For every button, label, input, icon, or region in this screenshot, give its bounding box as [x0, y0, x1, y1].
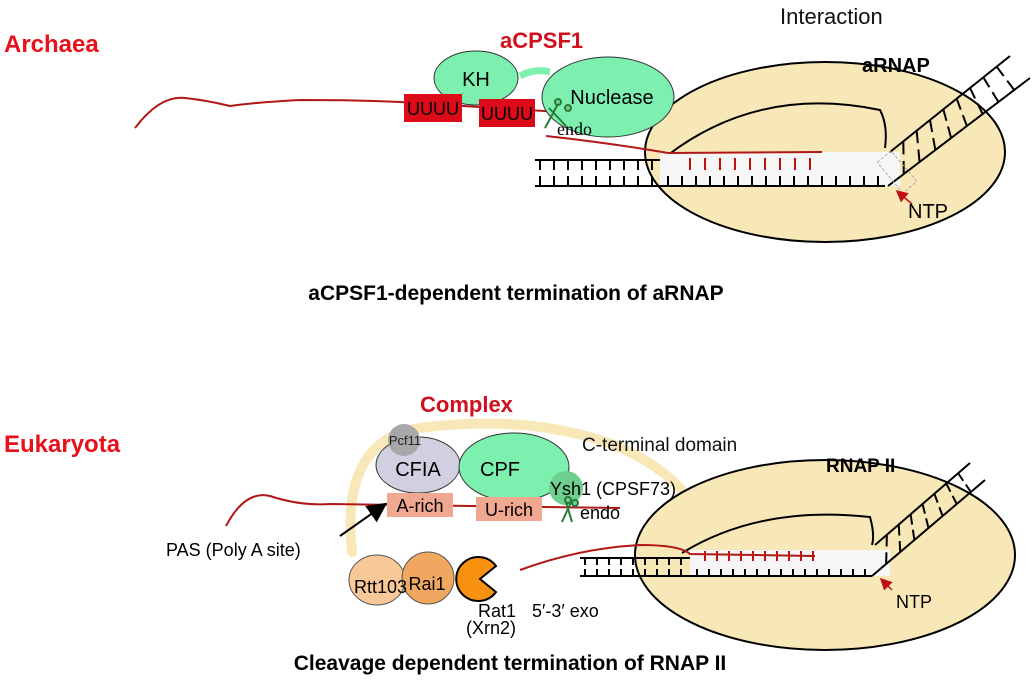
- archaea-caption: aCPSF1-dependent termination of aRNAP: [308, 282, 723, 305]
- base-pair-rung: [969, 87, 976, 99]
- rna-transcript: [134, 96, 561, 129]
- pre-mrna: [225, 494, 621, 527]
- downstream-base-pairs-2: [885, 472, 972, 565]
- uuuu-label-2: UUUU: [481, 104, 533, 124]
- kh-domain: [433, 50, 519, 106]
- base-pair-rung: [929, 119, 934, 133]
- rna-dna-hybrid-pairs: [689, 158, 811, 170]
- base-pair-rung: [898, 540, 902, 553]
- exo-label: 5′-3′ exo: [532, 601, 599, 621]
- base-pair-rung: [964, 483, 972, 493]
- eukaryota-caption: Cleavage dependent termination of RNAP I…: [294, 652, 727, 675]
- base-pair-rung: [951, 495, 958, 505]
- base-pair-rung: [947, 126, 953, 139]
- dna-loop: [667, 102, 887, 156]
- ysh1: [549, 471, 583, 505]
- rna-3prime: [545, 135, 823, 155]
- base-pair-rung: [938, 506, 944, 517]
- a-rich-label: A-rich: [396, 496, 443, 516]
- downstream-base-pairs: [902, 66, 1016, 175]
- a-rich-box: [387, 493, 453, 517]
- ctd-tail: [345, 418, 695, 557]
- base-pair-rung: [991, 91, 1000, 103]
- dna-loop-2: [681, 513, 875, 554]
- archaea-label: Archaea: [4, 31, 99, 58]
- base-pair-rung: [921, 503, 926, 514]
- cfia-label: CFIA: [395, 459, 441, 481]
- rna-3prime-2: [519, 543, 816, 571]
- ntp-arrow-2: [879, 577, 893, 591]
- u-rich-label: U-rich: [485, 500, 533, 520]
- base-pair-rung: [957, 472, 965, 482]
- pas-label: PAS (Poly A site): [166, 540, 301, 560]
- uuuu-box-2: [479, 99, 535, 127]
- scissors-icon-2: [561, 496, 579, 523]
- dna-base-pairs: [539, 160, 879, 186]
- base-pair-rung: [909, 514, 914, 525]
- upstream-dna-2: [580, 557, 872, 577]
- ysh1-label: Ysh1 (CPSF73): [550, 479, 676, 499]
- base-pair-rung: [917, 149, 921, 163]
- base-pair-rung: [925, 518, 930, 529]
- linker: [518, 67, 551, 80]
- base-pair-rung: [915, 130, 919, 144]
- rai1-label: Rai1: [408, 574, 445, 594]
- rtt103-label: Rtt103: [354, 577, 407, 597]
- dna-base-pairs-2: [584, 558, 866, 576]
- scissors-icon: [544, 98, 572, 129]
- interaction-label: Interaction: [780, 4, 883, 29]
- complex-label: Complex: [420, 392, 514, 417]
- pcf11: [388, 424, 420, 456]
- base-pair-rung: [1006, 80, 1016, 91]
- cpf-label: CPF: [480, 459, 520, 481]
- base-pair-rung: [932, 137, 937, 151]
- ntp-label-2: NTP: [896, 592, 932, 612]
- ntp-label: NTP: [908, 201, 948, 223]
- acpsf1-label: aCPSF1: [500, 28, 583, 53]
- downstream-dna: [887, 55, 1031, 187]
- kh-label: KH: [462, 69, 490, 91]
- pcf11-label: Pcf11: [389, 433, 421, 448]
- nuclease-label: Nuclease: [570, 87, 653, 109]
- ctd-label: C-terminal domain: [582, 435, 737, 456]
- rat1-label: Rat1: [478, 601, 516, 621]
- base-pair-rung: [955, 98, 962, 110]
- rai1: [401, 551, 455, 605]
- base-pair-rung: [976, 103, 984, 115]
- rat1-pacman: [455, 556, 498, 602]
- eukaryota-label: Eukaryota: [4, 431, 121, 458]
- endo-label: endo: [557, 119, 592, 139]
- xrn2-label: (Xrn2): [466, 618, 516, 638]
- uuuu-box-1: [404, 94, 462, 122]
- base-pair-rung: [933, 493, 939, 503]
- base-pair-rung: [945, 483, 952, 493]
- base-pair-rung: [982, 76, 991, 88]
- nuclease-domain: [541, 56, 675, 138]
- active-site: [876, 150, 918, 194]
- archaea-panel: Archaea aRNAP Interaction NTP aCPSF1: [4, 4, 1031, 305]
- arnap-label: aRNAP: [862, 55, 930, 77]
- uuuu-label-1: UUUU: [407, 99, 459, 119]
- ntp-arrow: [895, 190, 913, 205]
- base-pair-rung: [911, 529, 916, 541]
- base-pair-rung: [897, 524, 901, 536]
- pas-arrow: [339, 502, 388, 537]
- rnap2-label: RNAP II: [826, 456, 895, 477]
- base-pair-rung: [961, 114, 968, 127]
- u-rich-box: [476, 497, 542, 521]
- endo-label-2: endo: [580, 503, 620, 523]
- eukaryota-panel: Eukaryota Complex C-terminal domain RNAP…: [4, 392, 1016, 675]
- base-pair-rung: [942, 109, 948, 122]
- base-pair-rung: [995, 66, 1005, 77]
